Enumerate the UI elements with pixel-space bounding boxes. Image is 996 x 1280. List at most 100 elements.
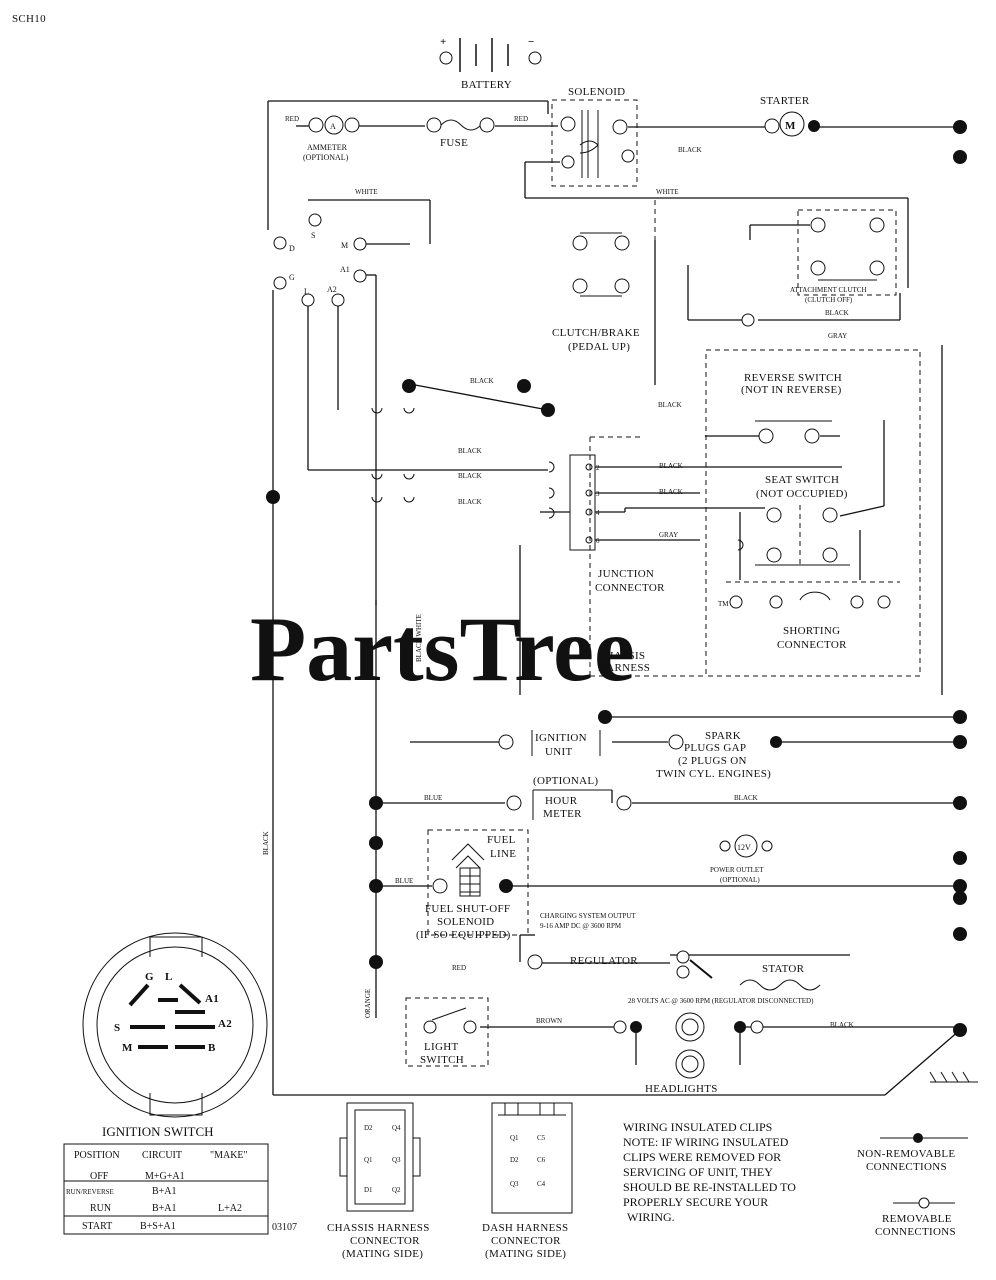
shorting-connector: SHORTING CONNECTOR — [729, 591, 891, 651]
dash-pin: D2 — [510, 1156, 519, 1164]
wire-label: BLACK — [659, 462, 683, 470]
ignition-unit: IGNITION UNIT — [498, 710, 967, 758]
switch-terminal-g: G — [145, 971, 154, 983]
switch-terminal-b: B — [208, 1042, 216, 1054]
fuel-solenoid-note: (IF SO EQUIPPED) — [416, 929, 511, 941]
wire-label: BLUE — [424, 794, 442, 802]
fuel-shutoff-solenoid: FUEL LINE FUEL SHUT-OFF SOLENOID (IF SO … — [369, 834, 516, 969]
note-line: SHOULD BE RE-INSTALLED TO — [623, 1180, 796, 1194]
power-outlet-symbol: 12V — [737, 843, 751, 852]
legend-non-removable: NON-REMOVABLE — [857, 1148, 955, 1160]
dash-pin: C4 — [537, 1180, 546, 1188]
table-cell: RUN/REVERSE — [66, 1188, 114, 1196]
reverse-switch-label: REVERSE SWITCH — [744, 372, 842, 384]
terminal-m: M — [341, 241, 348, 250]
wire-label: RED — [514, 115, 528, 123]
wire-label: BLACK — [825, 309, 849, 317]
note-line: CLIPS WERE REMOVED FOR — [623, 1150, 781, 1164]
watermark: PartsTree — [250, 598, 635, 700]
watermark-tm: TM — [718, 600, 729, 608]
battery: + − BATTERY — [439, 36, 542, 91]
regulator-label: REGULATOR — [570, 955, 638, 967]
table-header: POSITION — [74, 1150, 120, 1161]
wire-label: BLACK — [470, 377, 494, 385]
dash-connector-note: (MATING SIDE) — [485, 1248, 566, 1260]
wire-label: BLACK — [659, 488, 683, 496]
wire-label: BLACK — [458, 498, 482, 506]
regulator: REGULATOR CHARGING SYSTEM OUTPUT 9-16 AM… — [527, 912, 967, 979]
chassis-harness-label: CHASSIS — [598, 650, 645, 662]
dashed-boxes — [427, 99, 921, 936]
spark-label-4: TWIN CYL. ENGINES) — [656, 768, 771, 780]
table-cell: OFF — [90, 1171, 109, 1182]
wire-label: RED — [452, 964, 466, 972]
power-outlet-sub: (OPTIONAL) — [720, 876, 760, 884]
attachment-clutch-switch: ATTACHMENT CLUTCH (CLUTCH OFF) — [741, 217, 885, 327]
hour-meter-label: HOUR — [545, 795, 578, 807]
chassis-harness-label-2: HARNESS — [598, 662, 650, 674]
table-cell: START — [82, 1221, 112, 1232]
chassis-pin: Q3 — [392, 1156, 401, 1164]
dash-harness-connector: Q1 C5 D2 C6 Q3 C4 DASH HARNESS CONNECTOR… — [482, 1102, 573, 1260]
ammeter-optional: (OPTIONAL) — [303, 153, 349, 162]
junction-label: JUNCTION — [598, 568, 654, 580]
charging-output-label: CHARGING SYSTEM OUTPUT — [540, 912, 636, 920]
switch-terminal-a2: A2 — [218, 1018, 232, 1030]
legend-non-removable-2: CONNECTIONS — [866, 1161, 947, 1173]
battery-minus: − — [528, 36, 535, 48]
starter-label: STARTER — [760, 95, 810, 107]
drawing-number: 03107 — [272, 1222, 297, 1233]
shorting-connector-label: SHORTING — [783, 625, 840, 637]
ammeter-label: AMMETER — [307, 143, 348, 152]
battery-label: BATTERY — [461, 79, 512, 91]
junction-pin: 6 — [596, 537, 600, 545]
wire-label: BLACK — [658, 401, 682, 409]
starter: STARTER M — [760, 95, 967, 164]
clutch-brake-label: CLUTCH/BRAKE — [552, 327, 640, 339]
fuel-solenoid-sub: SOLENOID — [437, 916, 494, 928]
seat-switch-sub: (NOT OCCUPIED) — [756, 488, 848, 500]
terminal-d: D — [289, 244, 295, 253]
note-line: NOTE: IF WIRING INSULATED — [623, 1135, 789, 1149]
table-cell: RUN — [90, 1203, 111, 1214]
wire-label: BLACK — [678, 146, 702, 154]
chassis-pin: Q2 — [392, 1186, 401, 1194]
clutch-brake-switch: CLUTCH/BRAKE (PEDAL UP) — [552, 232, 640, 353]
spark-plugs: SPARK PLUGS GAP (2 PLUGS ON TWIN CYL. EN… — [656, 730, 967, 780]
sheet-code: SCH10 — [12, 13, 46, 25]
hour-meter: (OPTIONAL) HOUR METER — [369, 775, 967, 820]
light-switch-label: LIGHT — [424, 1041, 459, 1053]
light-switch: LIGHT SWITCH — [405, 997, 489, 1067]
note-line: WIRING INSULATED CLIPS — [623, 1120, 772, 1134]
light-switch-sub: SWITCH — [420, 1054, 464, 1066]
seat-switch-label: SEAT SWITCH — [765, 474, 839, 486]
solenoid-label: SOLENOID — [568, 86, 625, 98]
wire-label: RED — [285, 115, 299, 123]
table-cell: B+S+A1 — [140, 1221, 176, 1232]
spark-label-3: (2 PLUGS ON — [678, 755, 747, 767]
junction-pin: 3 — [596, 490, 600, 498]
chassis-connector-label: CHASSIS HARNESS — [327, 1222, 430, 1234]
power-outlet: 12V POWER OUTLET (OPTIONAL) — [710, 834, 967, 905]
chassis-connector-note: (MATING SIDE) — [342, 1248, 423, 1260]
stator-note: 28 VOLTS AC @ 3600 RPM (REGULATOR DISCON… — [628, 997, 814, 1005]
legend-removable-2: CONNECTIONS — [875, 1226, 956, 1238]
headlights: HEADLIGHTS — [613, 1012, 978, 1095]
chassis-pin: D1 — [364, 1186, 373, 1194]
chassis-harness-connector: D2 Q4 Q1 Q3 D1 Q2 CHASSIS HARNESS CONNEC… — [327, 1102, 430, 1260]
dash-connector-label: DASH HARNESS — [482, 1222, 568, 1234]
wiring-note: WIRING INSULATED CLIPS NOTE: IF WIRING I… — [623, 1120, 796, 1224]
table-cell: L+A2 — [218, 1203, 242, 1214]
junction-label-2: CONNECTOR — [595, 582, 665, 594]
non-removable-symbol — [913, 1133, 923, 1143]
wires — [267, 100, 961, 1096]
table-header: CIRCUIT — [142, 1150, 182, 1161]
wire-label: WHITE — [656, 188, 679, 196]
wire-label: BLACK — [458, 472, 482, 480]
fuse-label: FUSE — [440, 137, 468, 149]
wire-label: BROWN — [536, 1017, 562, 1025]
starter-symbol: M — [785, 120, 796, 132]
wire-label: GRAY — [659, 531, 678, 539]
solenoid: SOLENOID — [560, 86, 635, 178]
clutch-brake-sub: (PEDAL UP) — [568, 341, 630, 353]
